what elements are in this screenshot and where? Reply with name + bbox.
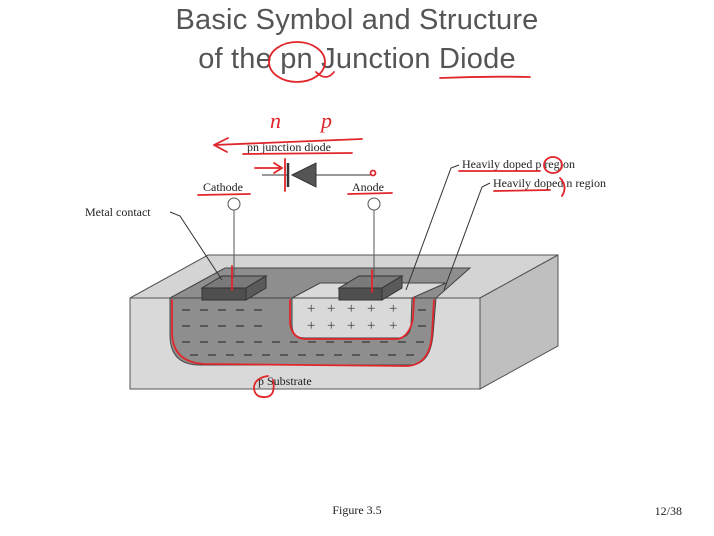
p-region-outline	[289, 297, 415, 340]
svg-text:+: +	[327, 318, 335, 334]
cathode-underline	[197, 193, 251, 196]
cathode-metal-contact	[200, 275, 268, 301]
svg-text:+: +	[347, 318, 355, 334]
substrate-p-circle	[253, 375, 275, 398]
svg-text:+: +	[307, 301, 315, 317]
anode-mark	[369, 169, 377, 177]
n-well-outline	[171, 299, 435, 367]
n-region-underline	[493, 189, 551, 192]
handwritten-n: n	[270, 108, 281, 133]
svg-text:+: +	[367, 318, 375, 334]
diode-symbol	[262, 162, 372, 188]
n-well-charges	[182, 309, 426, 356]
n-region-label: Heavily doped n region	[493, 176, 606, 190]
metal-contact-label: Metal contact	[85, 205, 151, 219]
cathode-terminal	[227, 197, 241, 211]
anode-label: Anode	[352, 180, 384, 194]
n-paren	[559, 177, 566, 197]
figure-caption: Figure 3.5	[332, 503, 382, 517]
substrate-label: p Substrate	[258, 374, 312, 388]
svg-text:+: +	[307, 318, 315, 334]
handwritten-annotations	[171, 41, 566, 398]
handwritten-p: p	[319, 108, 332, 133]
title-diode-underline	[439, 75, 531, 79]
slide-title-line-2: of the pn Junction Diode	[198, 43, 516, 75]
p-circle	[543, 156, 563, 174]
p-region-leader	[405, 164, 460, 291]
svg-text:+: +	[389, 318, 397, 334]
metal-contact-leader	[169, 211, 223, 281]
svg-text:+: +	[367, 301, 375, 317]
svg-text:+: +	[327, 301, 335, 317]
cathode-label: Cathode	[203, 180, 243, 194]
p-region-charges: +++++ +++++	[307, 301, 397, 334]
svg-text:+: +	[389, 301, 397, 317]
svg-text:+: +	[347, 301, 355, 317]
n-region-leader	[443, 182, 491, 291]
title-pn-circle	[268, 41, 326, 83]
left-arrow	[213, 137, 363, 153]
page-number: 12/38	[654, 504, 682, 518]
anode-underline	[347, 192, 393, 195]
title-junction-mark	[315, 71, 335, 78]
diode-arrow-mark	[254, 162, 284, 174]
anode-terminal	[367, 197, 381, 211]
symbol-underline	[242, 152, 353, 155]
slide-title-line-1: Basic Symbol and Structure	[175, 4, 539, 36]
